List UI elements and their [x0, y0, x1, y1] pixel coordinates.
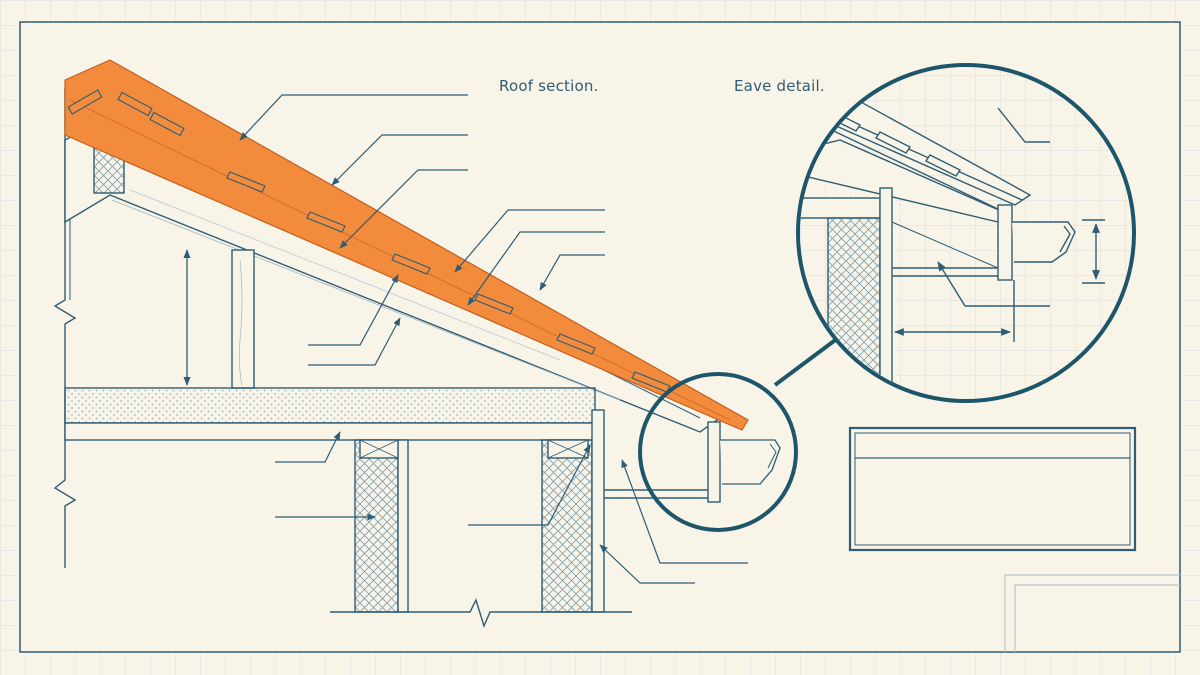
- eave-magnifier-small: [638, 336, 840, 532]
- roof-section-caption: Roof section.: [499, 77, 599, 95]
- title-block: [848, 426, 1137, 552]
- roof-tiles: [64, 59, 749, 431]
- corner-box: [1004, 574, 1180, 652]
- eave-detail-caption: Eave detail.: [734, 77, 825, 95]
- callout-leaders: [239, 94, 748, 584]
